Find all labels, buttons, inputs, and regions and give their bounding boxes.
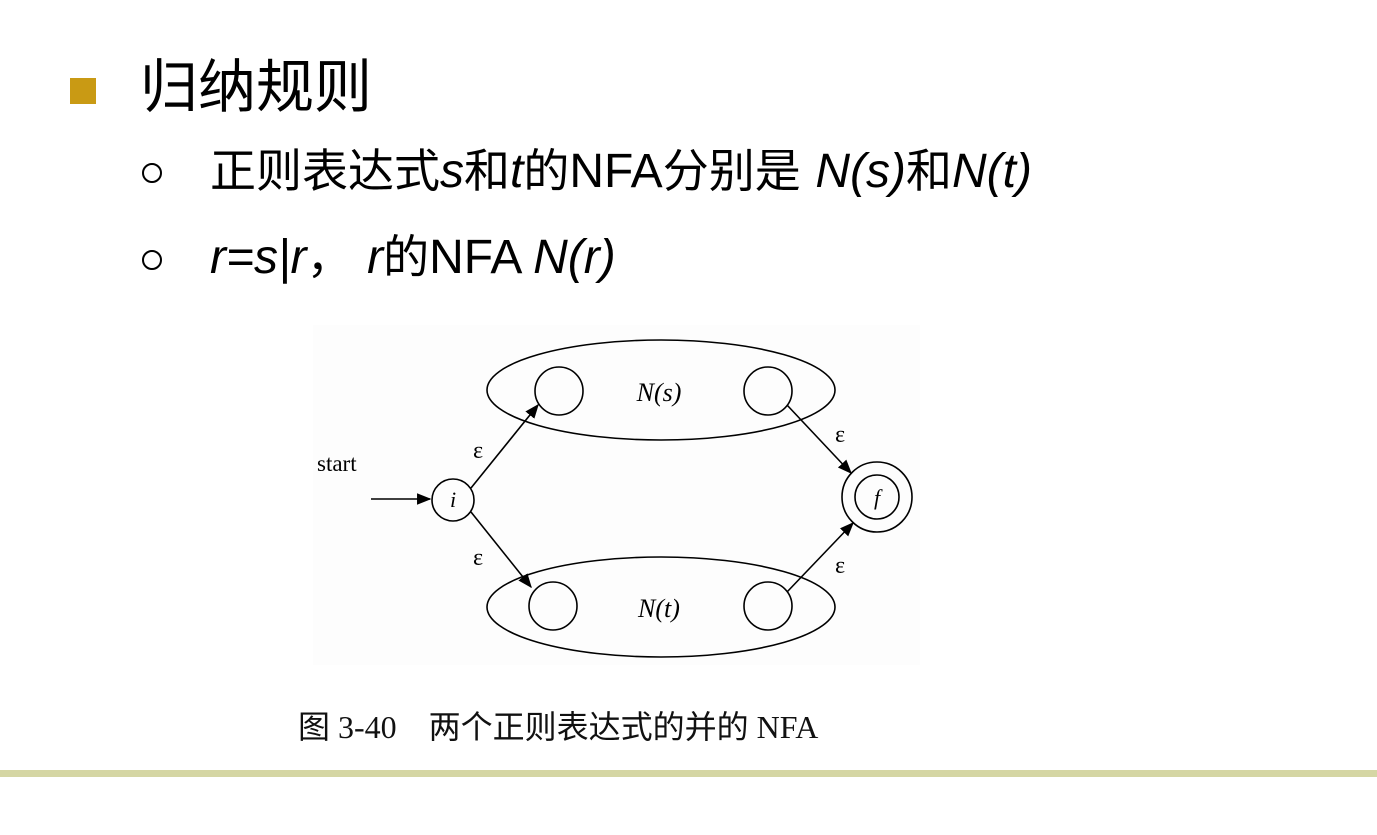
epsilon-edge-i-to-lower (470, 511, 532, 589)
bullet-item-nfa-definition: 正则表达式s和t的NFA分别是 N(s)和N(t) (210, 142, 1032, 201)
lower-final-state (743, 581, 793, 631)
bullet-text: 和 (464, 144, 510, 198)
initial-state-i (431, 478, 475, 522)
bullet-item-union-rule: r=s|r， r的NFA N(r) (210, 228, 616, 287)
bullet-text: 正则表达式 (210, 144, 440, 198)
final-state-label: f (874, 485, 883, 510)
upper-final-state (743, 366, 793, 416)
square-bullet-icon (70, 78, 96, 104)
epsilon-edge-upper-to-f (786, 404, 852, 475)
symbol-nr: N(r) (533, 231, 616, 284)
upper-sub-nfa-ellipse (486, 339, 836, 441)
upper-start-state (534, 366, 584, 416)
start-label: start (317, 451, 357, 476)
final-state-f-inner (854, 474, 900, 520)
epsilon-label: ε (835, 422, 845, 448)
figure-number: 图 3-40 (298, 709, 397, 745)
symbol-ns: N(s) (815, 145, 906, 198)
bullet-text: 的 (523, 144, 570, 198)
symbol-s: s (440, 145, 464, 198)
hollow-circle-bullet-icon (142, 250, 162, 270)
figure-caption: 图 3-40 两个正则表达式的并的 NFA (298, 705, 818, 749)
hollow-circle-bullet-icon (142, 163, 162, 183)
lower-sub-nfa-ellipse (486, 556, 836, 658)
upper-box-label: N(s) (636, 378, 682, 407)
epsilon-edge-lower-to-f (786, 521, 854, 593)
epsilon-label: ε (473, 438, 483, 464)
bullet-text: NFA (569, 145, 663, 198)
symbol-r: r (367, 231, 384, 284)
symbol-t: t (510, 145, 524, 198)
epsilon-label: ε (473, 545, 483, 571)
equation-text: r=s|r (210, 231, 307, 284)
bullet-text: 分别是 (662, 144, 816, 198)
epsilon-label: ε (835, 553, 845, 579)
lower-start-state (528, 581, 578, 631)
bullet-text: ， (306, 230, 368, 284)
slide-heading: 归纳规则 (140, 53, 373, 121)
symbol-nt: N(t) (951, 145, 1032, 198)
final-state-f-outer (841, 461, 913, 533)
epsilon-edge-i-to-upper (470, 403, 539, 489)
bullet-text: NFA (429, 231, 534, 284)
footer-rule (0, 770, 1377, 777)
bullet-text: 的 (383, 230, 430, 284)
lower-box-label: N(t) (637, 594, 680, 623)
bullet-text: 和 (905, 144, 952, 198)
figure-caption-text: 两个正则表达式的并的 NFA (428, 709, 819, 745)
initial-state-label: i (450, 487, 456, 512)
nfa-union-diagram: start i f N(s) N(t) ε ε ε ε (313, 325, 920, 665)
